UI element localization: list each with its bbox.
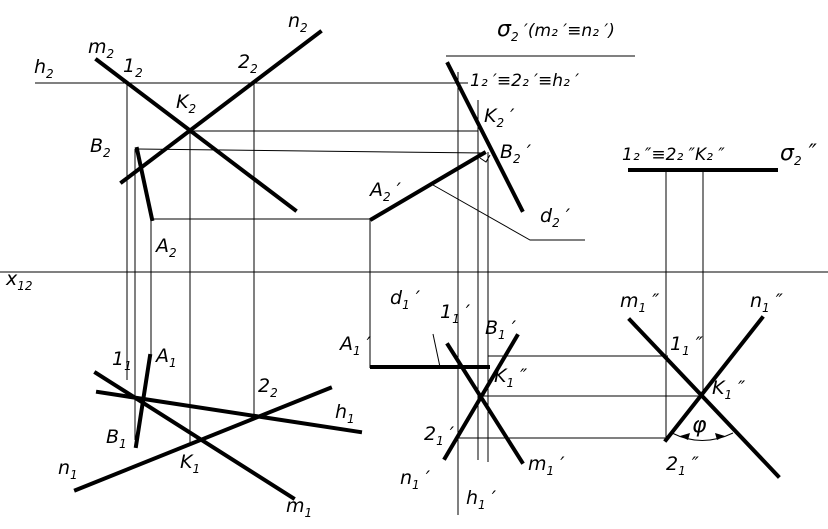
label-n1-prime: n1 ′ xyxy=(400,467,431,492)
arrow-left xyxy=(680,433,690,440)
label-K1: K1 xyxy=(180,451,200,476)
label-K1-prime: K1 ″ xyxy=(494,365,527,390)
label-n2: n2 xyxy=(288,10,308,35)
segment-A1B1 xyxy=(133,353,153,449)
label-1-1-double-prime: 11 ″ xyxy=(670,333,703,358)
label-A1-prime: A1 ′ xyxy=(338,333,372,358)
label-B2: B2 xyxy=(90,135,111,160)
label-coincident-1: 1₂ ′≡2₂ ′≡h₂ ′ xyxy=(470,71,579,91)
label-d1-prime: d1 ′ xyxy=(390,287,421,312)
line-m2 xyxy=(94,57,298,213)
line-sigma2-prime xyxy=(445,61,525,213)
label-2-1-double-prime: 21 ″ xyxy=(666,453,699,478)
line-n1 xyxy=(73,385,333,493)
d1-leader xyxy=(432,333,441,368)
label-A2: A2 xyxy=(154,235,177,260)
label-m1: m1 xyxy=(286,495,312,520)
angle-phi-arc xyxy=(671,432,734,441)
segment-A2B2 xyxy=(134,146,155,222)
label-K2: K2 xyxy=(176,91,196,116)
line-m1 xyxy=(93,370,296,501)
arrow-right xyxy=(715,433,725,440)
label-B1-prime: B1 ′ xyxy=(485,317,517,342)
label-A1: A1 xyxy=(154,345,177,370)
line-n1-double-prime xyxy=(663,315,765,443)
label-m1-prime: m1 ′ xyxy=(528,453,565,478)
label-B2-prime: B2 ′ xyxy=(500,141,532,166)
d2-leader xyxy=(432,184,585,241)
label-n1-double-prime: n1 ″ xyxy=(750,290,783,315)
line-n2 xyxy=(119,29,323,185)
label-2-2: 22 xyxy=(238,51,258,76)
label-sigma2-note: σ2 ′(m₂ ′≡n₂ ′) xyxy=(497,17,615,44)
right-angle-mark xyxy=(479,154,491,163)
label-n1: n1 xyxy=(58,457,78,482)
label-m2: m2 xyxy=(88,36,114,61)
label-h1-prime: h1 ′ xyxy=(466,487,497,512)
label-h2: h2 xyxy=(34,56,54,81)
segment-A2B2-prime xyxy=(369,150,487,222)
label-2-2-top: 22 xyxy=(258,375,278,400)
label-sigma2-double-prime: σ2 ″ xyxy=(780,141,818,168)
label-2-1-prime: 21 ′ xyxy=(424,423,455,448)
b2-projector xyxy=(136,148,485,154)
label-B1: B1 xyxy=(106,426,127,451)
label-x12: x12 xyxy=(5,268,33,293)
label-K2-prime: K2 ′ xyxy=(484,105,515,130)
label-1-1: 11 xyxy=(112,348,132,373)
label-K1-double-prime: K1 ″ xyxy=(712,377,745,402)
label-1-2: 12 xyxy=(123,55,143,80)
label-m1-double-prime: m1 ″ xyxy=(620,290,659,315)
label-h1: h1 xyxy=(335,401,355,426)
label-coincident-2: 1₂ ″≡2₂ ″K₂ ″ xyxy=(622,145,725,165)
label-A2-prime: A2 ′ xyxy=(368,179,402,204)
label-1-1-prime: 11 ′ xyxy=(440,301,471,326)
label-phi: φ xyxy=(692,413,707,438)
line-m1-double-prime xyxy=(627,317,781,479)
line-m1-prime xyxy=(445,342,525,465)
label-d2-prime: d2 ′ xyxy=(540,205,571,230)
